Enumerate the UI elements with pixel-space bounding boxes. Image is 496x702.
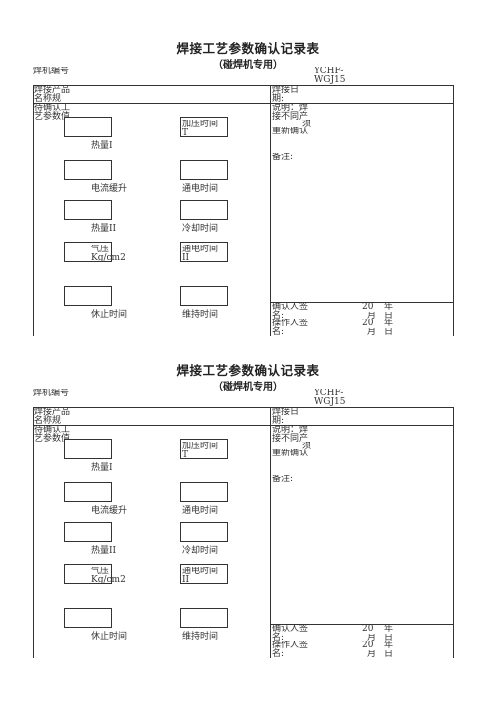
param-label-left: 气压Kg/cm2	[91, 567, 126, 583]
param-label-left: 热量I	[91, 463, 113, 473]
operate-date-year: 年	[384, 641, 394, 650]
param-value-field[interactable]	[64, 200, 112, 220]
param-label-right: 通电时间	[182, 506, 219, 516]
signature-divider	[270, 302, 453, 303]
operate-date-day: 日	[384, 328, 394, 337]
operate-date-century: 20	[362, 319, 374, 328]
param-value-field[interactable]	[180, 608, 228, 628]
form-subtitle: （碰焊机专用）	[213, 60, 283, 71]
welding-date-label: 焊接日期:	[272, 86, 300, 104]
param-value-field[interactable]	[64, 522, 112, 542]
param-value-field[interactable]	[64, 286, 112, 306]
confirm-date-day: 日	[384, 312, 394, 321]
operator-signature-label: 操作人签名:	[272, 641, 309, 659]
table-middle-divider	[270, 407, 271, 658]
table-right-border	[453, 407, 454, 658]
operate-date-month: 月	[367, 650, 377, 659]
confirm-date-year: 年	[384, 303, 394, 312]
table-row-divider	[33, 103, 453, 104]
record-form: 焊接工艺参数确认记录表 （碰焊机专用） 焊机编号 YCHF-WGJ15 焊接产品…	[0, 0, 496, 337]
note-must-text: 须	[302, 442, 312, 451]
param-label-right: 通电时间II	[182, 245, 219, 263]
table-row-divider	[33, 425, 453, 426]
param-label-left: 热量I	[91, 141, 113, 151]
confirmer-signature-label: 确认人签名:	[272, 625, 309, 643]
param-label-left: 休止时间	[91, 632, 128, 642]
confirm-params-label: 待确认工艺参数值	[34, 426, 70, 444]
confirmer-signature-label: 确认人签名:	[272, 303, 309, 321]
remark-label: 备注:	[272, 475, 294, 484]
operate-date-month: 月	[367, 328, 377, 337]
param-label-left: 电流缓升	[91, 506, 128, 516]
table-left-border	[33, 407, 34, 658]
confirm-date-year: 年	[384, 625, 394, 634]
remark-label: 备注:	[272, 153, 294, 162]
param-value-field[interactable]	[64, 608, 112, 628]
param-value-field[interactable]	[180, 439, 228, 459]
confirm-date-century: 20	[362, 625, 374, 634]
param-value-field[interactable]	[64, 439, 112, 459]
confirm-params-label: 待确认工艺参数值	[34, 104, 70, 122]
param-label-right: 加压时间T	[182, 442, 219, 460]
param-label-left: 热量II	[91, 546, 117, 556]
note-text: 说明：焊接不同产	[272, 426, 309, 444]
record-form: 焊接工艺参数确认记录表 （碰焊机专用） 焊机编号 YCHF-WGJ15 焊接产品…	[0, 322, 496, 659]
param-value-field[interactable]	[64, 482, 112, 502]
param-value-field[interactable]	[180, 160, 228, 180]
form-title: 焊接工艺参数确认记录表	[176, 363, 320, 378]
welding-date-label: 焊接日期:	[272, 408, 300, 426]
note-text: 说明：焊接不同产	[272, 104, 309, 122]
param-value-field[interactable]	[180, 286, 228, 306]
note-reconfirm-text: 重新确认	[272, 449, 309, 458]
param-label-left: 气压Kg/cm2	[91, 245, 126, 261]
table-top-border	[33, 85, 453, 86]
param-label-right: 冷却时间	[182, 546, 219, 556]
table-top-border	[33, 407, 453, 408]
param-label-right: 通电时间	[182, 184, 219, 194]
param-label-right: 加压时间T	[182, 120, 219, 138]
operate-date-century: 20	[362, 641, 374, 650]
param-value-field[interactable]	[64, 242, 112, 262]
form-title: 焊接工艺参数确认记录表	[176, 41, 320, 56]
confirm-date-month: 月	[367, 634, 377, 643]
note-must-text: 须	[302, 120, 312, 129]
param-label-right: 冷却时间	[182, 224, 219, 234]
param-label-right: 维持时间	[182, 310, 219, 320]
operate-date-day: 日	[384, 650, 394, 659]
param-value-field[interactable]	[180, 200, 228, 220]
table-right-border	[453, 85, 454, 336]
form-code: YCHF-WGJ15	[314, 67, 346, 85]
param-value-field[interactable]	[64, 160, 112, 180]
form-code: YCHF-WGJ15	[314, 389, 346, 407]
param-label-right: 维持时间	[182, 632, 219, 642]
param-value-field[interactable]	[180, 522, 228, 542]
param-value-field[interactable]	[180, 242, 228, 262]
confirm-date-century: 20	[362, 303, 374, 312]
confirm-date-day: 日	[384, 634, 394, 643]
note-reconfirm-text: 重新确认	[272, 127, 309, 136]
param-label-left: 电流缓升	[91, 184, 128, 194]
machine-number-label: 焊机编号	[33, 67, 70, 76]
param-label-left: 热量II	[91, 224, 117, 234]
operate-date-year: 年	[384, 319, 394, 328]
param-value-field[interactable]	[180, 482, 228, 502]
table-left-border	[33, 85, 34, 336]
param-value-field[interactable]	[64, 117, 112, 137]
form-subtitle: （碰焊机专用）	[213, 382, 283, 393]
confirm-date-month: 月	[367, 312, 377, 321]
param-value-field[interactable]	[180, 564, 228, 584]
param-label-left: 休止时间	[91, 310, 128, 320]
product-name-label: 焊接产品名称规	[34, 86, 70, 104]
param-value-field[interactable]	[64, 564, 112, 584]
signature-divider	[270, 624, 453, 625]
machine-number-label: 焊机编号	[33, 389, 70, 398]
param-value-field[interactable]	[180, 117, 228, 137]
param-label-right: 通电时间II	[182, 567, 219, 585]
table-middle-divider	[270, 85, 271, 336]
product-name-label: 焊接产品名称规	[34, 408, 70, 426]
operator-signature-label: 操作人签名:	[272, 319, 309, 337]
